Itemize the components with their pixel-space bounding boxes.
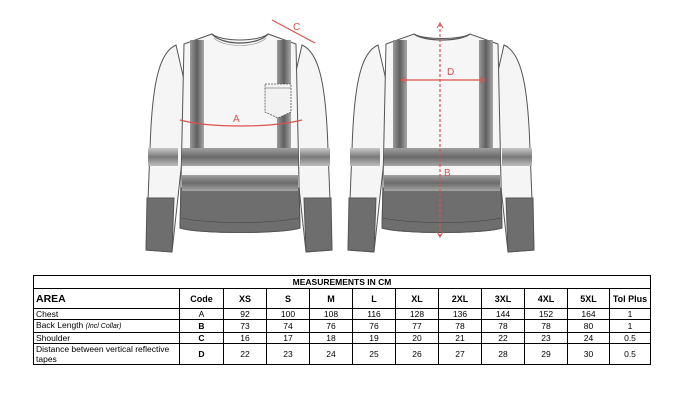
cell-value: 22 [223, 343, 267, 365]
cell-value: 24 [567, 332, 610, 344]
cell-value: 74 [266, 319, 310, 333]
header-size-4xl: 4XL [524, 288, 568, 309]
cell-value: 152 [524, 308, 568, 320]
cell-value: 28 [481, 343, 525, 365]
cell-value: 78 [438, 319, 482, 333]
measure-c-label: C [293, 22, 300, 33]
row-area-label: Distance between vertical reflective tap… [33, 343, 180, 365]
cell-value: 100 [266, 308, 310, 320]
table-row-shoulder: Shoulder C 16 17 18 19 20 21 22 23 24 0.… [33, 332, 652, 344]
cell-value: 128 [395, 308, 439, 320]
header-size-s: S [266, 288, 310, 309]
cell-value: 22 [481, 332, 525, 344]
header-size-2xl: 2XL [438, 288, 482, 309]
header-area: AREA [33, 288, 180, 309]
header-tol: Tol Plus [608, 288, 652, 309]
header-size-5xl: 5XL [567, 288, 610, 309]
row-code: D [179, 343, 224, 365]
table-row-tape-distance: Distance between vertical reflective tap… [33, 343, 652, 365]
row-area-label: Back Length (Incl Collar) [33, 319, 180, 333]
table-row-chest: Chest A 92 100 108 116 128 136 144 152 1… [33, 308, 652, 320]
chest-pocket [264, 83, 292, 119]
row-area-label: Shoulder [33, 332, 180, 344]
cell-value: 78 [524, 319, 568, 333]
cell-value: 136 [438, 308, 482, 320]
cell-value: 27 [438, 343, 482, 365]
measure-a-label: A [233, 114, 240, 125]
cell-value: 30 [567, 343, 610, 365]
row-code: C [179, 332, 224, 344]
measure-c-line [271, 19, 316, 44]
cell-value: 18 [309, 332, 353, 344]
header-size-3xl: 3XL [481, 288, 525, 309]
measurements-table-wrap: MEASUREMENTS IN CM AREA Code XS S M L XL… [32, 275, 652, 365]
cell-value: 144 [481, 308, 525, 320]
cell-value: 77 [395, 319, 439, 333]
row-code: B [179, 319, 224, 333]
header-code: Code [179, 288, 224, 309]
cell-value: 73 [223, 319, 267, 333]
header-size-xs: XS [223, 288, 267, 309]
table-row-back-length: Back Length (Incl Collar) B 73 74 76 76 … [33, 319, 652, 333]
cell-value: 21 [438, 332, 482, 344]
header-size-xl: XL [395, 288, 439, 309]
table-header-row: AREA Code XS S M L XL 2XL 3XL 4XL 5XL To… [33, 288, 652, 309]
cell-tol: 0.5 [608, 332, 652, 344]
garment-diagram: A C D B [145, 19, 535, 253]
measure-b-label: B [444, 168, 451, 179]
cell-value: 80 [567, 319, 610, 333]
measurements-table: MEASUREMENTS IN CM AREA Code XS S M L XL… [32, 275, 652, 365]
row-area-note: (Incl Collar) [85, 323, 122, 330]
cell-tol: 1 [608, 319, 652, 333]
cell-tol: 0.5 [608, 343, 652, 365]
table-title: MEASUREMENTS IN CM [32, 275, 652, 289]
cell-value: 25 [352, 343, 396, 365]
row-area-label: Chest [33, 308, 180, 320]
back-view: D B [347, 22, 535, 253]
cell-value: 164 [567, 308, 610, 320]
cell-value: 76 [309, 319, 353, 333]
cell-value: 92 [223, 308, 267, 320]
front-view: A C [145, 19, 333, 253]
cell-value: 16 [223, 332, 267, 344]
header-size-l: L [352, 288, 396, 309]
cell-tol: 1 [608, 308, 652, 320]
cell-value: 78 [481, 319, 525, 333]
cell-value: 20 [395, 332, 439, 344]
cell-value: 24 [309, 343, 353, 365]
measure-d-label: D [447, 67, 454, 78]
cell-value: 76 [352, 319, 396, 333]
cell-value: 23 [266, 343, 310, 365]
header-size-m: M [309, 288, 353, 309]
cell-value: 17 [266, 332, 310, 344]
row-code: A [179, 308, 224, 320]
cell-value: 116 [352, 308, 396, 320]
measure-a-line [179, 119, 303, 127]
cell-value: 19 [352, 332, 396, 344]
cell-value: 26 [395, 343, 439, 365]
cell-value: 23 [524, 332, 568, 344]
cell-value: 108 [309, 308, 353, 320]
cell-value: 29 [524, 343, 568, 365]
